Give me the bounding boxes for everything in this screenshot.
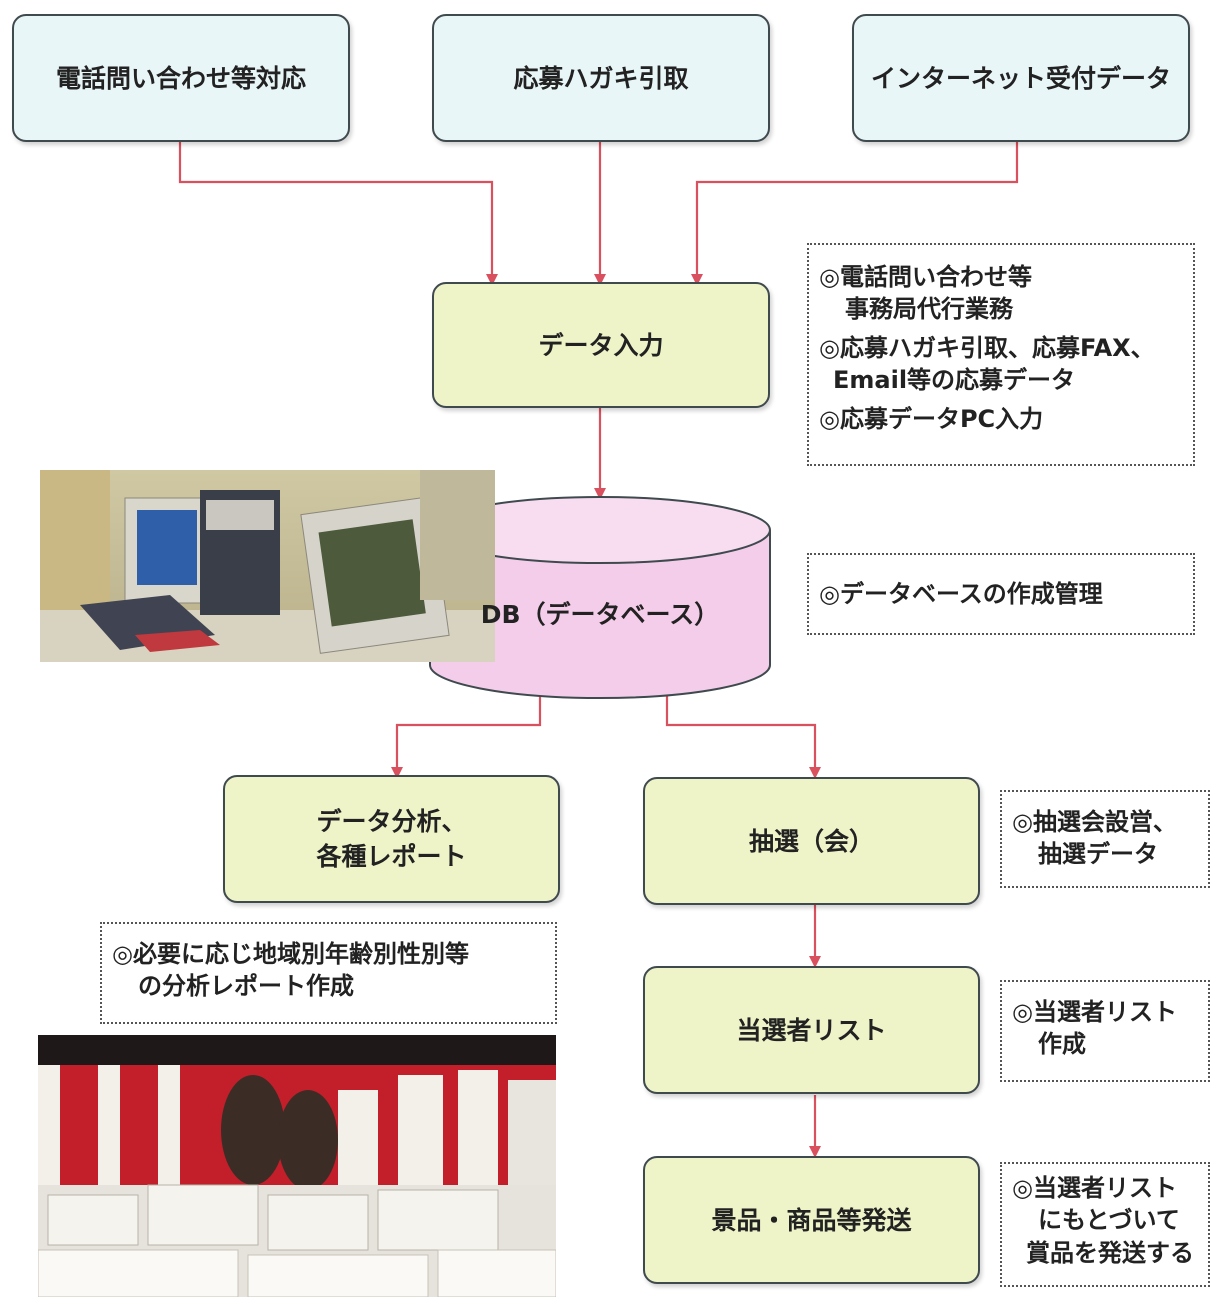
arrow-db-to-analysis [391,692,542,779]
source-phone-inquiry: 電話問い合わせ等対応 [12,14,350,142]
note-line: 事務局代行業務 [845,295,1013,324]
database-note: ◎データベースの作成管理 [807,553,1195,635]
note-line: ◎応募ハガキ引取、応募FAX、 [819,333,1155,362]
source-internet-data-label: インターネット受付データ [870,63,1171,93]
note-line: 抽選データ [1038,840,1158,869]
shipping-box: 景品・商品等発送 [643,1156,980,1284]
analysis-label-line: 各種レポート [316,842,467,871]
note-line: にもとづいて [1038,1206,1180,1235]
arrow-phone-to-entry [178,142,498,286]
office-computers-photo [40,470,495,662]
winners-box: 当選者リスト [643,966,980,1094]
note-line: ◎電話問い合わせ等 [819,263,1032,291]
lottery-event-photo [38,1035,556,1297]
source-internet-data: インターネット受付データ [852,14,1190,142]
lottery-note: ◎抽選会設営、 抽選データ [1000,790,1210,888]
note-line: ◎当選者リスト [1012,1174,1177,1202]
analysis-label-line: データ分析、 [316,807,467,836]
arrow-db-to-lottery [665,692,821,779]
note-line: ◎応募データPC入力 [819,404,1044,433]
shipping-label: 景品・商品等発送 [711,1205,912,1235]
lottery-label: 抽選（会） [748,826,874,856]
arrow-internet-to-entry [691,142,1019,286]
winners-label: 当選者リスト [736,1015,887,1045]
analysis-note: ◎必要に応じ地域別年齢別性別等 の分析レポート作成 [100,922,557,1024]
analysis-box: データ分析、 各種レポート [223,775,560,903]
data-entry-note: ◎電話問い合わせ等 事務局代行業務 ◎応募ハガキ引取、応募FAX、 Email等… [807,243,1195,466]
note-line: 作成 [1038,1030,1086,1059]
source-postcard-pickup: 応募ハガキ引取 [432,14,770,142]
winners-note: ◎当選者リスト 作成 [1000,980,1210,1082]
note-line: ◎必要に応じ地域別年齢別性別等 [112,940,469,968]
note-line: 賞品を発送する [1026,1238,1194,1267]
note-line: ◎抽選会設営、 [1012,808,1177,836]
shipping-note: ◎当選者リスト にもとづいて 賞品を発送する [1000,1162,1210,1287]
source-postcard-pickup-label: 応募ハガキ引取 [513,63,689,93]
note-line: ◎データベースの作成管理 [819,579,1103,608]
lottery-box: 抽選（会） [643,777,980,905]
database-label: DB（データベース） [480,600,720,629]
note-line: ◎当選者リスト [1012,998,1177,1026]
note-line: の分析レポート作成 [138,972,354,1001]
source-phone-inquiry-label: 電話問い合わせ等対応 [55,63,306,93]
note-line: Email等の応募データ [833,366,1076,395]
data-entry-box: データ入力 [432,282,770,408]
data-entry-label: データ入力 [538,330,664,360]
